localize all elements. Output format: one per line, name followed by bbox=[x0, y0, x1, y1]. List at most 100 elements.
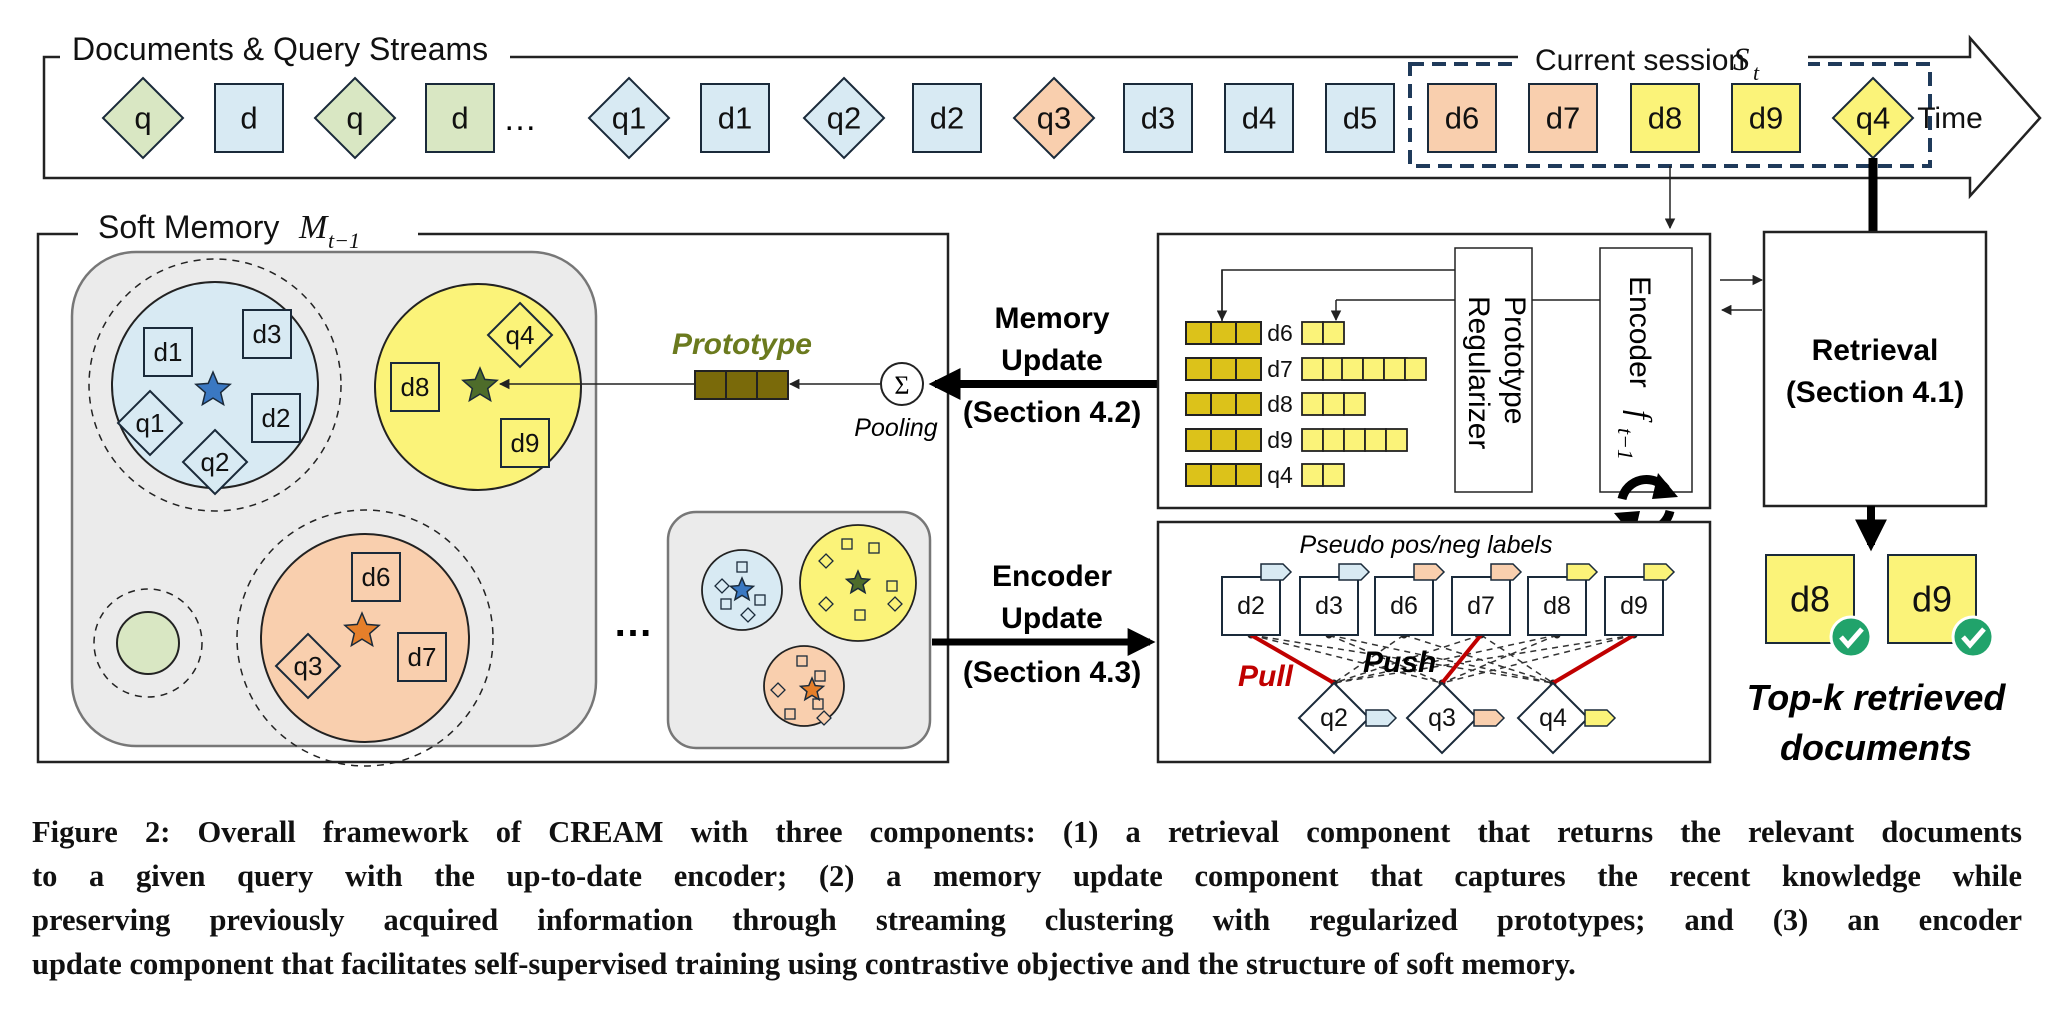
query-node: q2 bbox=[181, 428, 249, 496]
stream-panel: Documents & Query Streams q d q d q1 d1 q2 d2 q3… bbox=[42, 28, 2042, 200]
topk-label-line1: Top-k retrieved bbox=[1747, 677, 2007, 718]
document-node: d6 bbox=[1427, 83, 1497, 153]
retrieval-panel: Retrieval (Section 4.1) bbox=[1762, 230, 1988, 508]
document-node: d1 bbox=[143, 327, 193, 377]
encoder-update-line1: Encoder bbox=[992, 560, 1112, 593]
embedding-row-label: d6 bbox=[1267, 320, 1293, 346]
cream-framework-diagram: Documents & Query Streams q d q d q1 d1 q2 d2 q3… bbox=[36, 28, 2042, 768]
query-label: q1 bbox=[136, 408, 165, 438]
session-subscript: t bbox=[1753, 60, 1760, 85]
embedding-row: d8 bbox=[1185, 391, 1366, 417]
query-node: q1 bbox=[116, 389, 184, 457]
prototype-star-icon bbox=[461, 366, 499, 403]
encoder-update-line2: Update bbox=[1001, 602, 1103, 635]
query-label: q bbox=[346, 101, 363, 136]
memory-update-line1: Memory bbox=[994, 302, 1109, 335]
time-label: Time bbox=[1917, 102, 1983, 135]
pseudo-labels-title: Pseudo pos/neg labels bbox=[1300, 531, 1553, 559]
retrieval-title: Retrieval bbox=[1812, 334, 1939, 367]
document-node: d2 bbox=[1221, 576, 1281, 636]
document-node: d bbox=[214, 83, 284, 153]
document-node: d1 bbox=[700, 83, 770, 153]
query-label: q3 bbox=[1428, 704, 1456, 732]
query-label: q3 bbox=[1037, 101, 1071, 136]
embedding-row-label: q4 bbox=[1267, 462, 1293, 488]
label-tag-icon bbox=[1473, 709, 1506, 727]
query-label: q bbox=[134, 101, 151, 136]
query-node: q4 bbox=[486, 301, 554, 369]
query-label: q1 bbox=[612, 101, 646, 136]
sigma-symbol: Σ bbox=[894, 371, 909, 400]
query-label: q2 bbox=[1320, 704, 1348, 732]
document-label: d8 bbox=[1790, 579, 1830, 620]
prototype-star-icon bbox=[798, 676, 826, 702]
query-node: q2 bbox=[802, 76, 886, 160]
stream-ellipsis: … bbox=[503, 100, 537, 138]
document-node: d7 bbox=[397, 632, 447, 682]
document-label: d8 bbox=[1648, 101, 1682, 136]
prototype-regularizer-line2: Regularizer bbox=[1462, 296, 1495, 449]
check-icon bbox=[1829, 615, 1873, 659]
memory-update-line2: Update bbox=[1001, 344, 1103, 377]
query-node: q bbox=[101, 76, 185, 160]
embedding-row: d7 bbox=[1185, 356, 1427, 382]
label-tag-icon bbox=[1490, 563, 1523, 581]
document-label: d9 bbox=[1749, 101, 1783, 136]
cluster-green bbox=[116, 611, 180, 675]
query-node: q2 bbox=[1297, 681, 1371, 755]
embedding-row: q4 bbox=[1185, 462, 1345, 488]
document-label: d9 bbox=[511, 428, 540, 458]
prototype-star-icon bbox=[728, 576, 756, 602]
current-session-label: Current session bbox=[1535, 44, 1745, 77]
document-label: d1 bbox=[154, 337, 183, 367]
document-label: d6 bbox=[362, 562, 391, 592]
document-label: d3 bbox=[1141, 101, 1175, 136]
query-label: q3 bbox=[294, 651, 323, 681]
document-label: d7 bbox=[1467, 592, 1495, 620]
prototype-star-icon bbox=[194, 370, 232, 407]
label-tag-icon bbox=[1413, 563, 1446, 581]
memory-symbol: M bbox=[298, 209, 329, 246]
pull-line bbox=[1249, 633, 1336, 685]
query-node: q1 bbox=[587, 76, 671, 160]
label-tag-icon bbox=[1643, 563, 1676, 581]
push-line bbox=[1333, 634, 1405, 684]
prototype-regularizer-line1: Prototype bbox=[1498, 296, 1531, 424]
push-line bbox=[1328, 634, 1554, 684]
pull-line bbox=[1440, 633, 1483, 685]
pull-label: Pull bbox=[1238, 660, 1294, 693]
check-icon bbox=[1951, 615, 1995, 659]
prototype-star-icon bbox=[343, 611, 381, 648]
memory-subscript: t−1 bbox=[328, 228, 360, 253]
document-label: d2 bbox=[1237, 592, 1265, 620]
prototype-star-icon bbox=[844, 569, 872, 595]
document-label: d3 bbox=[1315, 592, 1343, 620]
stream-title: Documents & Query Streams bbox=[72, 31, 488, 67]
document-node: d4 bbox=[1224, 83, 1294, 153]
document-node: d bbox=[425, 83, 495, 153]
encoder-label: Encoder bbox=[1623, 276, 1656, 388]
document-label: d9 bbox=[1620, 592, 1648, 620]
prototype-regularizer-box bbox=[1454, 247, 1533, 493]
prototype-vector bbox=[694, 370, 789, 400]
document-node: d6 bbox=[351, 552, 401, 602]
document-node: d8 bbox=[1527, 576, 1587, 636]
query-node: q3 bbox=[274, 632, 342, 700]
document-label: d bbox=[451, 101, 468, 136]
query-node: q bbox=[313, 76, 397, 160]
caption-line: preserving previously acquired informati… bbox=[32, 903, 2022, 937]
document-label: d2 bbox=[930, 101, 964, 136]
document-node: d8 bbox=[1630, 83, 1700, 153]
document-label: d7 bbox=[408, 642, 437, 672]
document-label: d4 bbox=[1242, 101, 1276, 136]
push-line bbox=[1403, 634, 1554, 684]
caption-line: to a given query with the up-to-date enc… bbox=[32, 859, 2022, 893]
query-label: q2 bbox=[827, 101, 861, 136]
push-label: Push bbox=[1363, 646, 1436, 679]
document-node: d5 bbox=[1325, 83, 1395, 153]
embedding-row: d9 bbox=[1185, 427, 1408, 453]
query-label: q2 bbox=[201, 447, 230, 477]
query-node: q4 bbox=[1516, 681, 1590, 755]
embedding-row-label: d9 bbox=[1267, 427, 1293, 453]
